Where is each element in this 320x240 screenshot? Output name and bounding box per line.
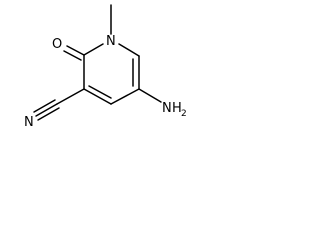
bond-n1-c2 [83,43,104,56]
nitrile-nitrogen-label: N [24,115,34,130]
amino-nitrogen-label: N [162,101,172,116]
bond-nitrile-triple-a [35,103,58,117]
amino-hydrogen-label: H [172,101,182,116]
bond-c3-c4-b [88,85,112,99]
carbonyl-oxygen-label: O [52,37,62,52]
amino-hydrogen-count: 2 [181,109,187,119]
bond-c3-cn [56,88,85,105]
bond-nitrile-triple-c [37,107,60,121]
bond-c4-c5 [110,88,140,105]
bond-c5-amino [138,88,162,103]
bond-c2-o-b [63,50,82,61]
bond-c3-c4-a [83,88,112,105]
molecule-structure-diagram: N O N N H 2 [24,4,187,130]
bond-n1-c6 [118,43,140,57]
bond-c2-o-a [66,45,85,56]
ring-nitrogen-label: N [106,34,116,49]
bond-nitrile-triple-b [33,99,56,113]
